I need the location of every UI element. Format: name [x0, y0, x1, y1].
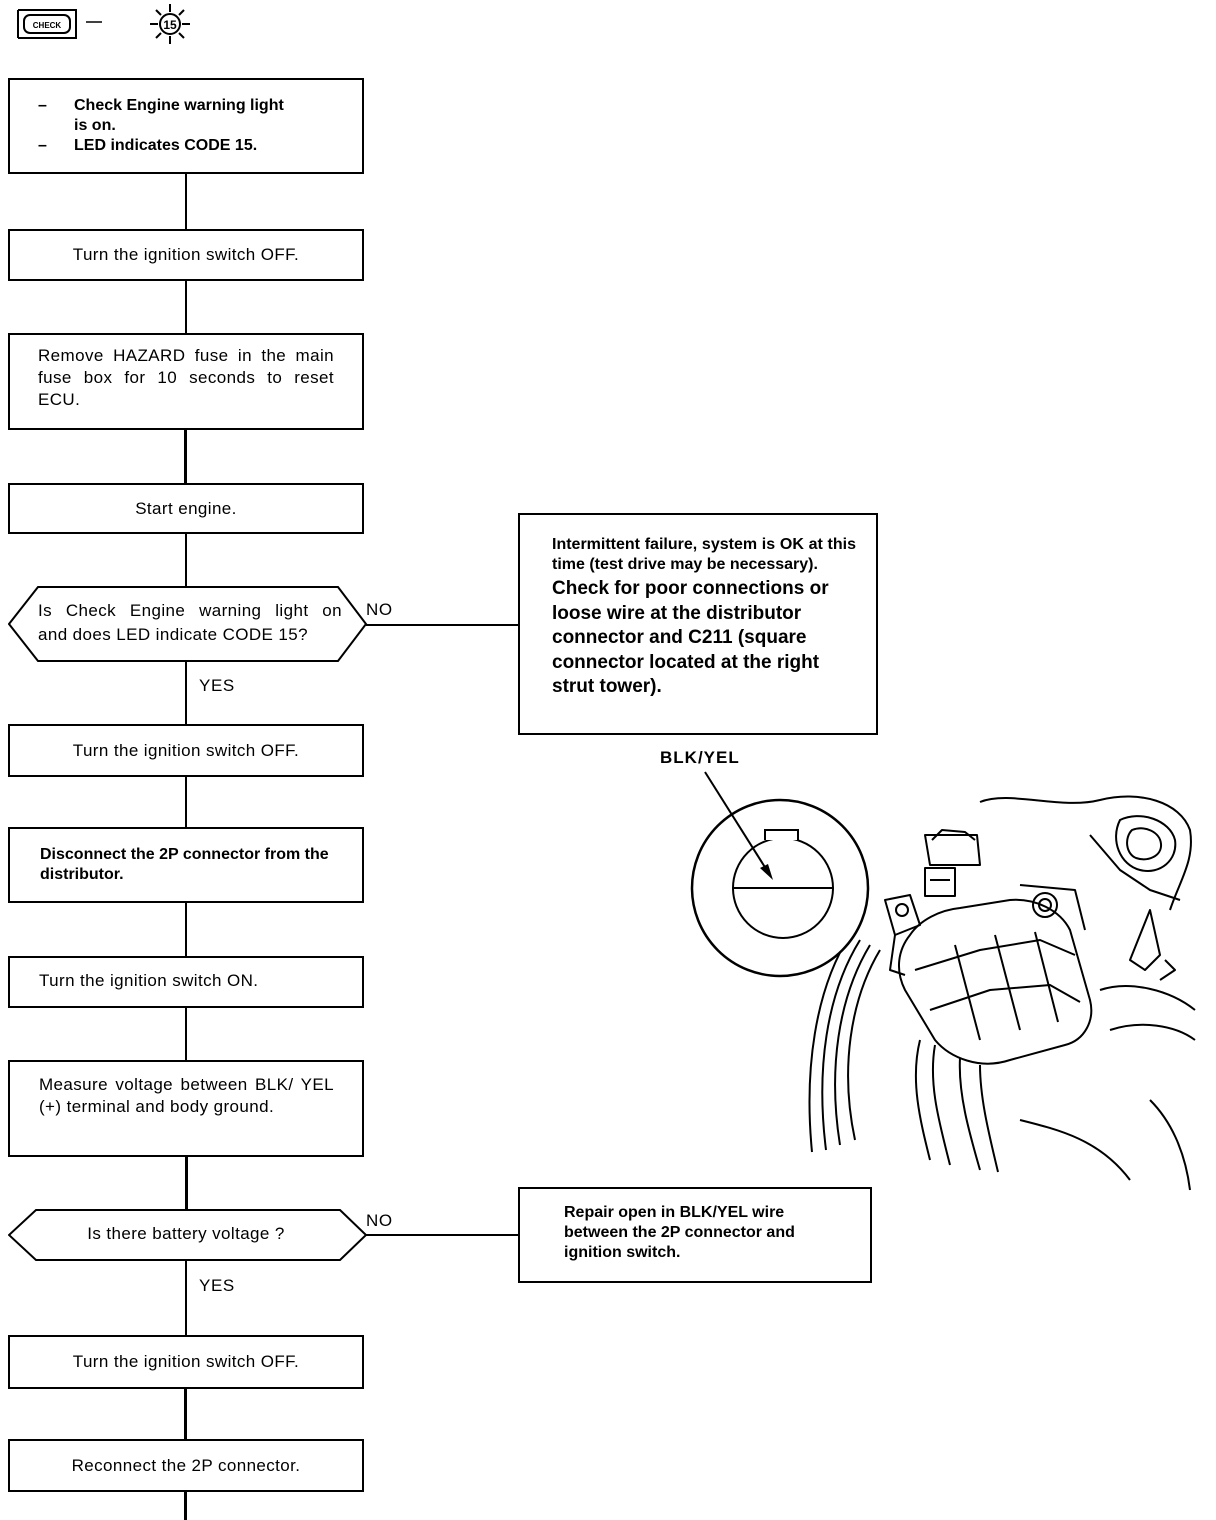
step1-line1: Check Engine warning light	[74, 97, 284, 114]
step-ignition-off-2: Turn the ignition switch OFF.	[8, 724, 364, 777]
step-text: Turn the ignition switch OFF.	[72, 740, 300, 760]
distributor-illustration	[680, 740, 1200, 1215]
result1-small-text: Intermittent failure, system is OK at th…	[552, 536, 856, 573]
connector-line	[184, 429, 187, 484]
result2-text: Repair open in BLK/YEL wire between the …	[564, 1204, 795, 1261]
yes-label: YES	[199, 1276, 235, 1295]
step-remove-hazard-fuse: Remove HAZARD fuse in the main fuse box …	[8, 333, 364, 430]
bullet-dash: –	[38, 137, 47, 154]
yes-label: YES	[199, 676, 235, 695]
no-branch-line	[366, 1234, 520, 1236]
step-text: Start engine.	[135, 498, 237, 518]
step-text: Turn the ignition switch OFF.	[72, 1352, 300, 1371]
step-text: Remove HAZARD fuse in the main fuse box …	[38, 346, 334, 409]
step-check-engine-on: – Check Engine warning light is on. – LE…	[8, 78, 364, 174]
distributor-drawing	[690, 771, 1196, 1191]
step-text: Turn the ignition switch ON.	[39, 971, 259, 990]
header-icons: CHECK 15	[10, 2, 200, 51]
connector-line	[185, 280, 187, 334]
connector-line	[185, 776, 187, 828]
decision-warning-light: Is Check Engine warning light on and doe…	[8, 586, 368, 662]
step-text: Measure voltage between BLK/ YEL (+) ter…	[39, 1075, 334, 1116]
bullet-dash: –	[38, 97, 47, 114]
check-icon-text: CHECK	[33, 21, 62, 30]
connector-line	[185, 1259, 187, 1336]
connector-line	[185, 533, 187, 587]
step-text: Turn the ignition switch OFF.	[72, 245, 300, 264]
connector-line	[185, 1156, 188, 1210]
connector-line	[185, 1007, 187, 1061]
result-repair-open-wire: Repair open in BLK/YEL wire between the …	[518, 1187, 872, 1283]
decision2-text: Is there battery voltage ?	[87, 1224, 285, 1243]
step-text: Reconnect the 2P connector.	[71, 1455, 301, 1475]
no-label: NO	[366, 1211, 393, 1230]
step-disconnect-2p: Disconnect the 2P connector from the dis…	[8, 827, 364, 903]
led-code-icon: 15	[150, 4, 190, 44]
step-text: Disconnect the 2P connector from the dis…	[40, 846, 329, 883]
decision-battery-voltage: Is there battery voltage ?	[8, 1209, 368, 1261]
decision1-line2: and does LED indicate CODE 15?	[38, 625, 308, 644]
connector-line	[184, 1388, 187, 1440]
blk-yel-label: BLK/YEL	[660, 748, 740, 767]
step-reconnect-2p: Reconnect the 2P connector.	[8, 1439, 364, 1492]
connector-line	[185, 660, 187, 725]
connector-line	[185, 902, 187, 958]
svg-text:15: 15	[163, 18, 177, 32]
step-ignition-off-3: Turn the ignition switch OFF.	[8, 1335, 364, 1389]
no-label: NO	[366, 600, 393, 619]
step1-line3: LED indicates CODE 15.	[74, 137, 258, 154]
result-intermittent-failure: Intermittent failure, system is OK at th…	[518, 513, 878, 735]
step-ignition-on: Turn the ignition switch ON.	[8, 956, 364, 1008]
result1-large-text: Check for poor connections or loose wire…	[552, 578, 829, 697]
no-branch-line	[366, 624, 520, 626]
check-engine-icon: CHECK 15	[17, 4, 190, 44]
decision1-line1: Is Check Engine warning light on	[38, 601, 342, 620]
connector-line	[185, 174, 187, 230]
step-start-engine: Start engine.	[8, 483, 364, 534]
step-ignition-off-1: Turn the ignition switch OFF.	[8, 229, 364, 281]
step-measure-voltage: Measure voltage between BLK/ YEL (+) ter…	[8, 1060, 364, 1157]
connector-line	[184, 1491, 187, 1520]
step1-line2: is on.	[74, 117, 116, 134]
